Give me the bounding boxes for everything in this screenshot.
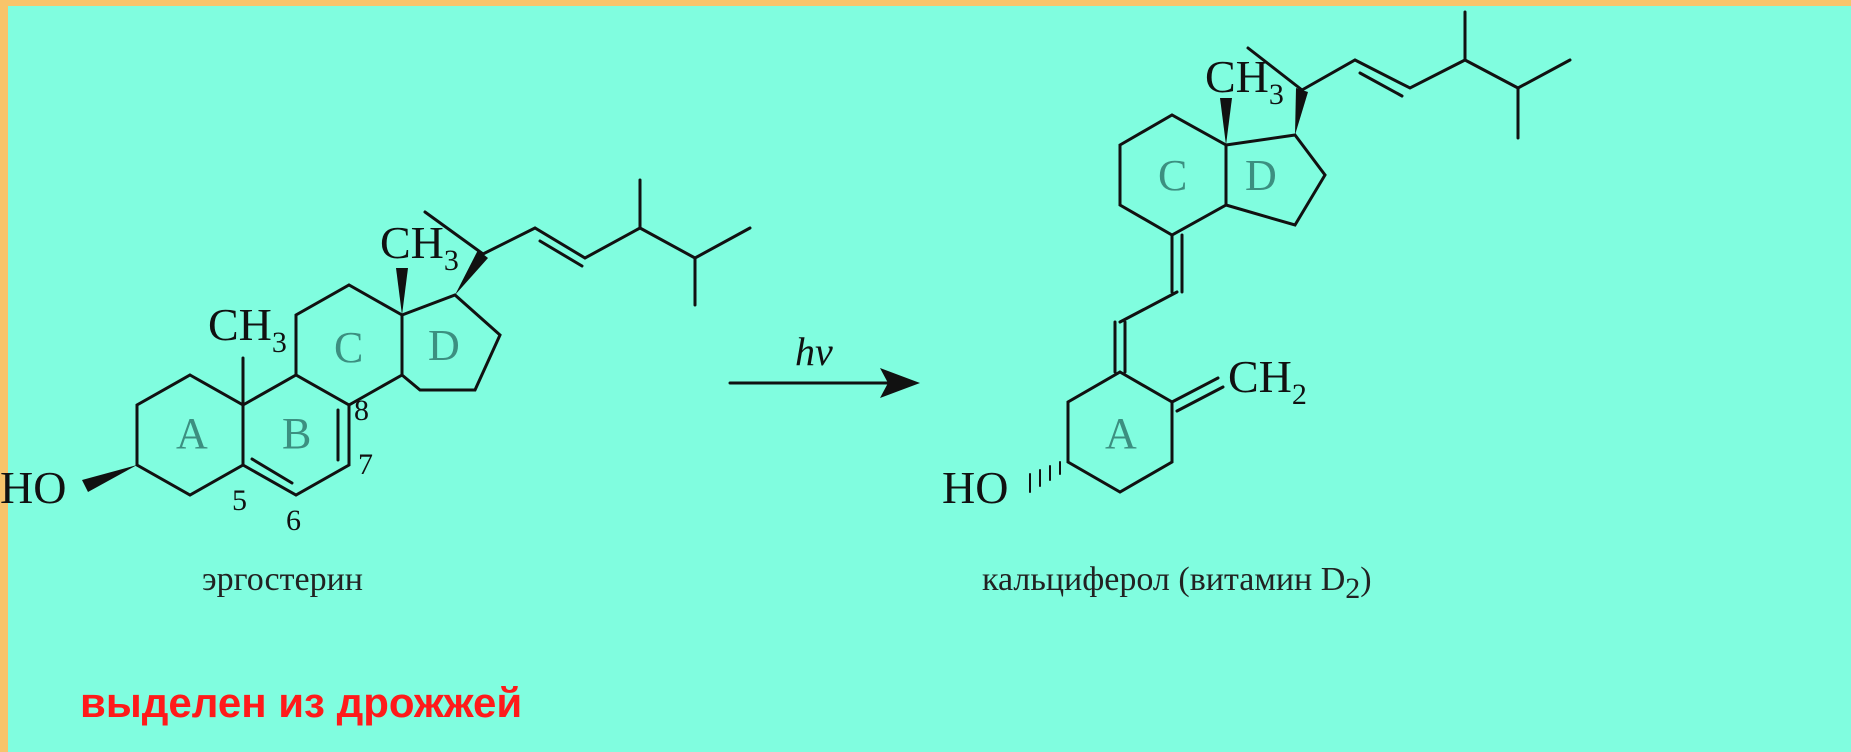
calciferol-c17-wedge (1295, 88, 1308, 135)
calciferol-ho-label: HO (942, 462, 1008, 513)
ergosterol-c19-methyl-label: CH3 (208, 299, 287, 359)
calciferol-ho-hashed-bond (1029, 461, 1061, 493)
slide-background (8, 6, 1851, 752)
calciferol-c18-wedge (1220, 98, 1232, 145)
calciferol-ring-d (1224, 133, 1327, 227)
calciferol-caption: кальциферол (витамин D2) (982, 561, 1372, 605)
reaction-conditions-label: hν (795, 329, 833, 374)
ergosterol-atom-6-label: 6 (286, 504, 301, 537)
calciferol-methylene-bond-b (1175, 385, 1225, 413)
ergosterol-ring-c-label: C (334, 323, 363, 372)
reaction-arrow: hν (728, 329, 920, 398)
ergosterol-ring-c (294, 283, 404, 407)
ergosterol-c18-wedge (396, 268, 408, 315)
ergosterol-structure: HO CH3 CH3 A B C D 5 6 7 8 эргостерин (0, 178, 752, 598)
ergosterol-c18-methyl-label: CH3 (380, 217, 459, 277)
ergosterol-ring-a-label: A (176, 409, 208, 458)
ergosterol-ring-d-label: D (428, 321, 460, 370)
ergosterol-c17-wedge (455, 250, 488, 295)
ergosterol-double-bond-5-6 (250, 457, 294, 485)
calciferol-side-chain-double-bond (1358, 71, 1404, 98)
ergosterol-ring-b (241, 373, 351, 497)
ergosterol-ho-wedge (82, 465, 137, 492)
ergosterol-side-chain (423, 178, 752, 307)
ergosterol-side-chain-double-bond (538, 239, 584, 268)
arrow-head (880, 368, 920, 398)
calciferol-structure: HO CH3 CH2 A C D кальциферол (витамин D2… (942, 10, 1572, 605)
calciferol-methylene-label: CH2 (1228, 351, 1307, 411)
ergosterol-atom-5-label: 5 (232, 484, 247, 517)
calciferol-ring-d-label: D (1245, 151, 1277, 200)
calciferol-triene-link (1118, 290, 1179, 324)
calciferol-methylene-bond (1170, 376, 1220, 404)
ergosterol-source-note: выделен из дрожжей (80, 679, 523, 726)
calciferol-methyl-label: CH3 (1205, 51, 1284, 111)
ergosterol-atom-8-label: 8 (354, 394, 369, 427)
calciferol-ring-c-label: C (1158, 151, 1187, 200)
ergosterol-caption: эргостерин (202, 561, 363, 598)
ergosterol-ring-b-label: B (282, 409, 311, 458)
ergosterol-atom-7-label: 7 (358, 448, 373, 481)
ergosterol-ring-d (400, 293, 502, 392)
calciferol-side-chain (1246, 10, 1572, 140)
ergosterol-ho-label: HO (0, 462, 66, 513)
calciferol-ring-a-label: A (1105, 409, 1137, 458)
